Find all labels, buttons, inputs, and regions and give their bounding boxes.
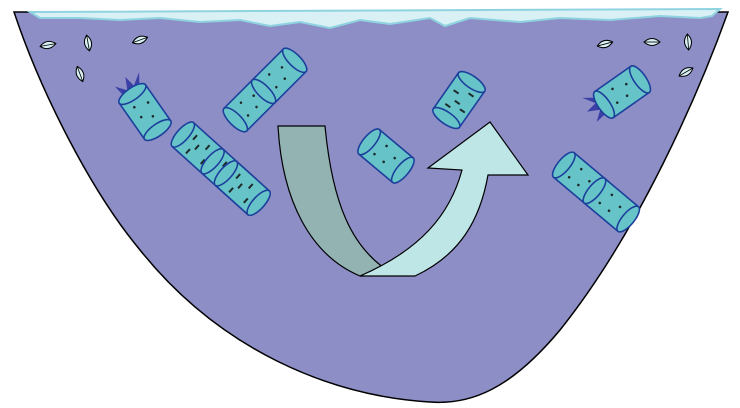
- diagram-canvas: [0, 0, 740, 408]
- lake-diagram: [0, 0, 740, 408]
